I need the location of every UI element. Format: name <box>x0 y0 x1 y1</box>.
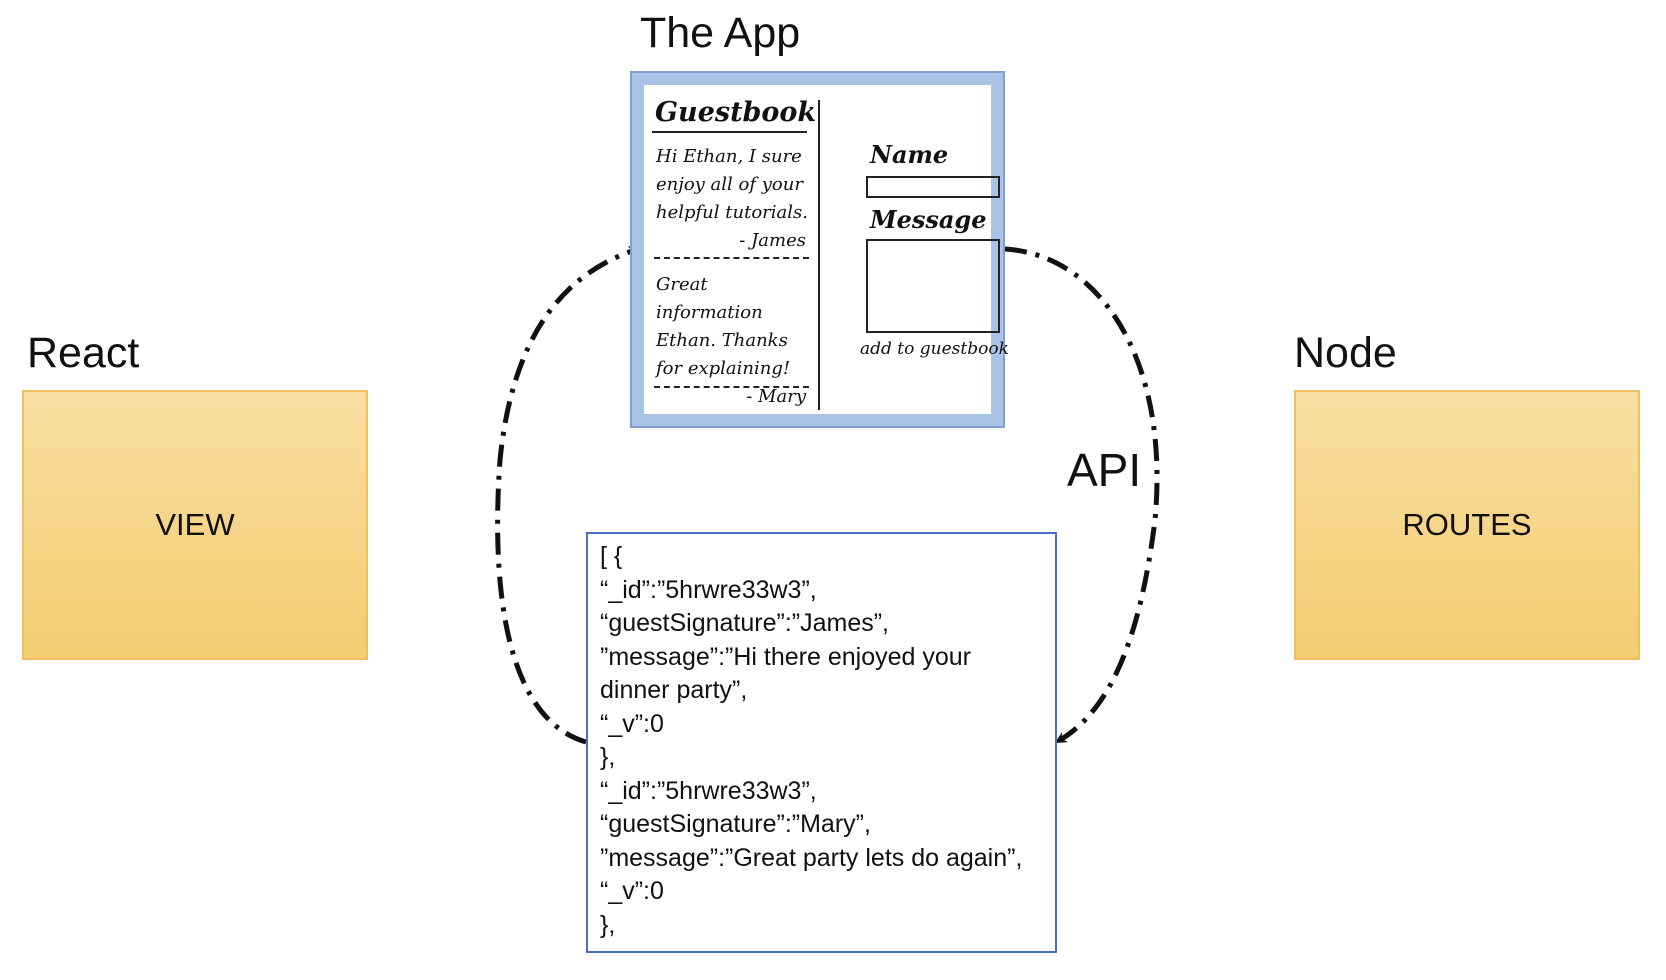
json-line: }, <box>600 910 616 939</box>
json-line: “_id”:”5hrwre33w3”, <box>600 575 817 604</box>
message-field[interactable] <box>866 239 1000 333</box>
json-line: ”message”:”Great party lets do again”, <box>600 843 1023 872</box>
name-label: Name <box>870 140 949 169</box>
guestbook-entry: Great information Ethan. Thanks for expl… <box>656 271 816 411</box>
json-line: “_v”:0 <box>600 709 664 738</box>
entry-line: Great information <box>656 274 763 323</box>
entry-signature: - Mary <box>746 386 806 407</box>
routes-label: ROUTES <box>1402 507 1532 542</box>
render-arrow <box>495 246 641 745</box>
json-line: “_id”:”5hrwre33w3”, <box>600 776 817 805</box>
name-field[interactable] <box>866 176 1000 198</box>
entry-line: Hi Ethan, I sure <box>656 146 802 167</box>
guestbook-entry: Hi Ethan, I sure enjoy all of your helpf… <box>656 143 816 255</box>
json-line: [ { <box>600 542 623 570</box>
json-response-box: [ { “_id”:”5hrwre33w3”, “guestSignature”… <box>586 532 1057 953</box>
app-mockup: Guestbook Hi Ethan, I sure enjoy all of … <box>630 71 1009 428</box>
entry-separator <box>654 257 809 259</box>
node-heading: Node <box>1294 329 1397 377</box>
add-to-guestbook-button[interactable]: add to guestbook <box>860 339 1009 359</box>
app-mockup-screen: Guestbook Hi Ethan, I sure enjoy all of … <box>644 85 1009 414</box>
json-line: }, <box>600 743 616 771</box>
json-line: ”message”:”Hi there enjoyed your <box>600 642 971 671</box>
view-box: VIEW <box>22 390 368 660</box>
entry-line: enjoy all of your <box>656 174 803 195</box>
json-line: dinner party”, <box>600 676 748 704</box>
entry-line: helpful tutorials. <box>656 202 808 223</box>
view-label: VIEW <box>155 507 235 542</box>
entry-line: Ethan. Thanks <box>656 330 788 351</box>
entry-line: for explaining! <box>656 358 791 379</box>
title-underline <box>652 131 807 133</box>
routes-box: ROUTES <box>1294 390 1640 660</box>
json-line: “guestSignature”:”James”, <box>600 609 890 637</box>
app-heading: The App <box>640 9 801 57</box>
message-label: Message <box>870 205 987 234</box>
entry-separator <box>654 386 809 388</box>
api-response-arrow <box>1004 246 1160 744</box>
api-label: API <box>1067 444 1142 496</box>
json-line: “_v”:0 <box>600 877 664 905</box>
guestbook-title: Guestbook <box>655 97 817 128</box>
react-heading: React <box>27 329 140 377</box>
entry-signature: - James <box>739 230 806 251</box>
json-line: “guestSignature”:”Mary”, <box>600 810 871 838</box>
column-divider <box>818 100 820 410</box>
